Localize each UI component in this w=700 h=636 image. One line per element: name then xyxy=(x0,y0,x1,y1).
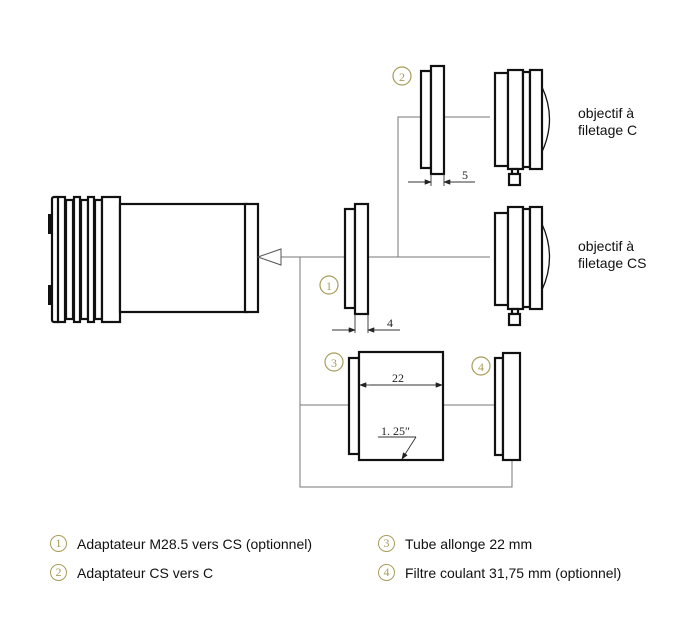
legend-text: Tube allonge 22 mm xyxy=(405,535,533,552)
svg-text:filetage C: filetage C xyxy=(578,122,637,138)
filter-1-25: 4 xyxy=(471,351,522,462)
connector-lines xyxy=(280,116,513,488)
lens-cs-label: objectif à filetage CS xyxy=(578,238,646,271)
svg-text:3: 3 xyxy=(331,356,337,370)
svg-text:22: 22 xyxy=(392,371,404,385)
lens-c-mount xyxy=(493,68,551,187)
legend-item-2: 2 Adaptateur CS vers C xyxy=(50,564,213,581)
svg-text:filetage CS: filetage CS xyxy=(578,255,646,271)
marker-2-icon: 2 xyxy=(50,564,67,581)
legend-item-4: 4 Filtre coulant 31,75 mm (optionnel) xyxy=(378,564,621,581)
svg-text:objectif à: objectif à xyxy=(578,238,634,254)
legend-item-3: 3 Tube allonge 22 mm xyxy=(378,535,532,552)
legend-item-1: 1 Adaptateur M28.5 vers CS (optionnel) xyxy=(50,535,312,552)
lens-c-label: objectif à filetage C xyxy=(578,105,637,138)
svg-text:1. 25″: 1. 25″ xyxy=(381,424,410,438)
svg-text:5: 5 xyxy=(462,168,468,182)
svg-text:4: 4 xyxy=(387,316,393,330)
adapter-2: 2 5 xyxy=(392,64,475,186)
marker-3-icon: 3 xyxy=(378,535,395,552)
legend-text: Filtre coulant 31,75 mm (optionnel) xyxy=(405,564,622,581)
svg-text:2: 2 xyxy=(399,70,405,84)
adapter-1: 1 4 xyxy=(319,202,400,333)
svg-text:1: 1 xyxy=(326,279,332,293)
svg-text:4: 4 xyxy=(478,360,484,374)
legend-text: Adaptateur CS vers C xyxy=(77,564,214,581)
legend-text: Adaptateur M28.5 vers CS (optionnel) xyxy=(77,535,313,552)
camera-body xyxy=(48,195,282,324)
marker-4-icon: 4 xyxy=(378,564,395,581)
extension-tube: 3 22 1. 25″ xyxy=(324,350,445,462)
svg-text:objectif à: objectif à xyxy=(578,105,634,121)
lens-cs-mount xyxy=(493,205,551,327)
marker-1-icon: 1 xyxy=(50,535,67,552)
